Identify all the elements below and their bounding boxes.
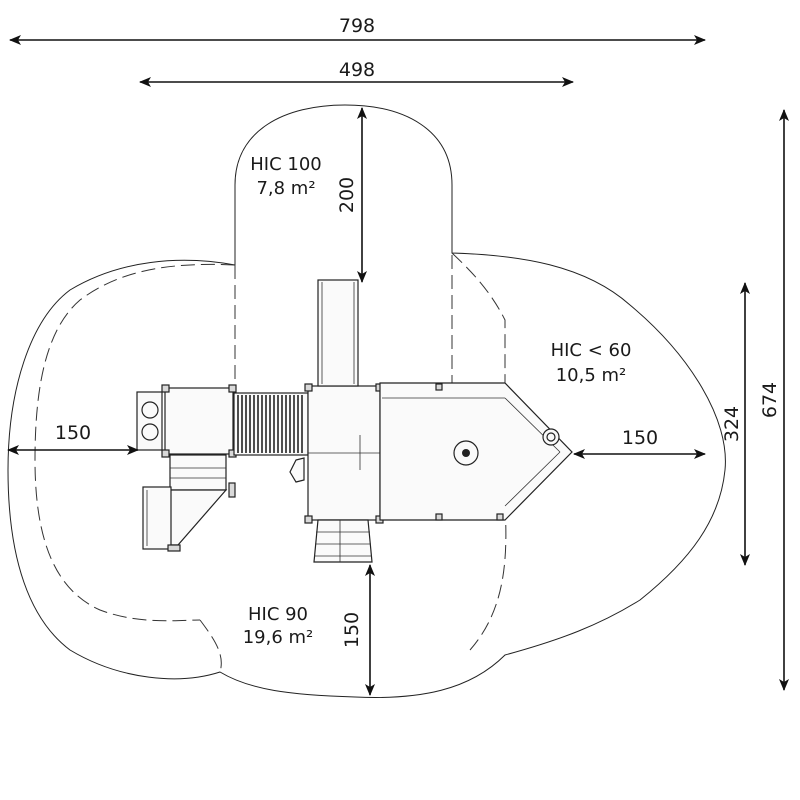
central-tower-post [304,383,313,392]
inner-width-label: 498 [339,59,375,81]
overall-depth-label: 674 [759,382,781,418]
inner-boundary-bottom-right [469,504,507,651]
bow-telescope-lens [546,432,556,442]
slide-end [167,544,181,552]
overall-width-label: 798 [339,15,375,37]
bottom-clearance-label: 150 [341,612,363,648]
steering-wheel-icon [289,457,305,483]
left-tower-post [161,384,170,393]
zone-bottom-hic: HIC 90 [248,604,308,625]
inner-boundary-left [34,263,236,622]
central-tower-post [304,515,313,524]
ramp-post [228,482,236,498]
left-step-platform [169,454,227,491]
top-slide [317,279,359,387]
tunnel-bridge [233,392,309,456]
inner-boundary-right [451,252,506,385]
left-slide [142,486,172,550]
equipment-depth-label: 324 [721,406,743,442]
tunnel-ribs [237,395,303,453]
safety-zone-outline [7,104,726,698]
inner-boundary-top-right [380,255,453,399]
zone-top-hic: HIC 100 [250,154,322,175]
ship-post [435,383,443,391]
inner-boundary-bottom [199,619,222,673]
left-tower-deck [164,387,234,455]
left-tower-post [228,384,237,393]
ship-post [435,513,443,521]
ship-wheel-hub [462,449,470,457]
ship-post [496,513,504,521]
top-clearance-label: 200 [336,177,358,213]
ladder [313,519,373,563]
binocular-lens [141,401,159,419]
ship-edge [504,451,561,507]
telescope-panel [136,391,163,451]
left-ramp [169,489,228,546]
zone-top-area: 7,8 m² [256,178,315,199]
left-tower-post [161,449,170,458]
zone-right-hic: HIC < 60 [551,340,632,361]
zone-right-area: 10,5 m² [556,365,627,386]
binocular-lens [141,423,159,441]
zone-bottom-area: 19,6 m² [243,627,314,648]
right-clearance-label: 150 [622,427,658,449]
left-clearance-label: 150 [55,422,91,444]
